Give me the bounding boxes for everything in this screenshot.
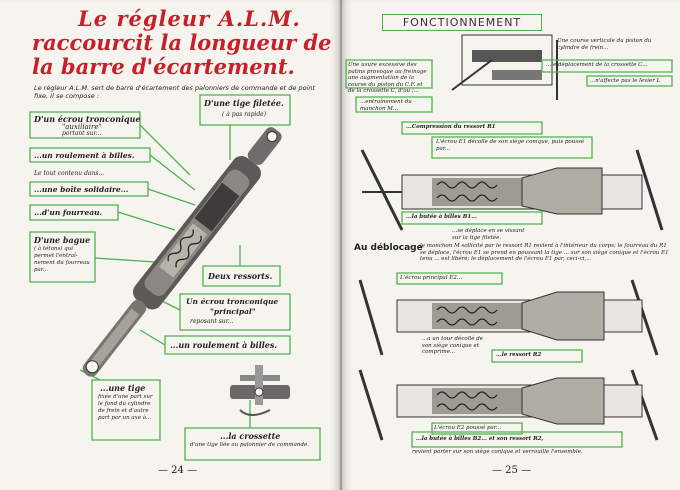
mechanism-diagrams <box>345 34 673 448</box>
right-page: FONCTIONNEMENT <box>342 0 680 490</box>
text-ecrou-e2-pousse: L'écrou E2 poussé par... <box>434 425 502 431</box>
mechanism-2 <box>358 279 659 356</box>
label-tout-contenu: Le tout contenu dans... <box>34 170 105 177</box>
page-number-right: — 25 — <box>492 465 532 476</box>
label-une-tige: ...une tige <box>100 383 146 393</box>
label-ecrou-auxiliaire: D'un écrou tronconique <box>34 114 141 124</box>
text-revient: revient porter sur son siège conique et … <box>412 449 583 455</box>
label-roulement-2: ...un roulement à billes. <box>170 340 278 350</box>
label-boite: ...une boîte solidaire... <box>34 185 129 194</box>
text-entrainement: ...entraînement du manchon M... <box>360 99 412 112</box>
label-ecrou-principal-sub2: reposant sur... <box>190 318 234 325</box>
book-gutter <box>340 0 342 490</box>
label-crossette-sub: d'une tige liée au palonnier de commande… <box>190 442 309 448</box>
text-ecrou-e1: L'écrou E1 décolle de son siège conique,… <box>436 139 585 152</box>
text-deplacement-crossette: ...le déplacement de la crossette C... <box>546 62 648 68</box>
text-butee-b2: ...la butée à billes B2... et son ressor… <box>416 436 544 442</box>
label-roulement-1: ...un roulement à billes. <box>34 151 135 160</box>
label-ecrou-principal-sub: "principal" <box>210 307 256 316</box>
title-line-2: raccourcit la longueur de <box>32 30 332 55</box>
label-crossette: ...la crossette <box>220 431 281 441</box>
mechanism-3 <box>358 369 659 441</box>
label-bague-sub: ( à tétons) qui permet l'entraî-nement d… <box>34 246 90 273</box>
title-line-1: Le régleur A.L.M. <box>78 6 301 31</box>
deblocage-title: Au déblocage <box>354 243 423 253</box>
text-usure: Une usure excessive des patins provoque … <box>348 62 427 94</box>
label-tige-filetee-sub: ( à pas rapide) <box>222 111 267 118</box>
left-page: Le régleur A.L.M. raccourcit la longueur… <box>0 0 340 490</box>
label-fourreau: ...d'un fourreau. <box>34 208 103 217</box>
label-ecrou-auxiliaire-sub2: portant sur... <box>62 130 102 137</box>
label-tige-filetee: D'une tige filetée. <box>204 98 284 108</box>
label-ecrou-principal: Un écrou tronconique <box>186 297 279 306</box>
crossette-drawing <box>230 365 290 416</box>
text-compression-r1: ...Compression du ressort R1 <box>406 124 496 130</box>
label-ecrou-auxiliaire-sub: "auxiliaire" <box>62 123 102 131</box>
text-ressort-r2: ...le ressort R2 <box>496 352 542 358</box>
text-affecte-pas: ...n'affecte pas le levier L <box>590 78 661 84</box>
text-butee-b1: ...la butée à billes B1... <box>406 214 477 220</box>
label-une-tige-sub: fixée d'une part sur le fond du cylindre… <box>98 394 153 421</box>
top-linkage-drawing <box>451 34 558 100</box>
regulator-illustration <box>29 94 321 461</box>
mechanism-1 <box>360 149 664 231</box>
text-ecrou-e2: L'écrou principal E2... <box>400 275 463 281</box>
intro-text: Le régleur A.L.M. sert de barre d'écarte… <box>34 84 316 100</box>
label-bague: D'une bague <box>34 235 91 245</box>
fonctionnement-title: FONCTIONNEMENT <box>382 14 542 31</box>
text-tour-decolle: ...a un tour décollé de son siège coniqu… <box>422 336 484 355</box>
text-deplace-vissant: ...se déplace en se vissant sur la tige … <box>452 228 525 241</box>
text-deblocage: le manchon M sollicité par le ressort R1… <box>420 243 669 262</box>
title-line-3: la barre d'écartement. <box>32 54 295 79</box>
text-course-verticale: Une course verticale du piston du cylind… <box>557 38 652 51</box>
label-deux-ressorts: Deux ressorts. <box>208 271 273 281</box>
page-number-left: — 24 — <box>158 465 198 476</box>
